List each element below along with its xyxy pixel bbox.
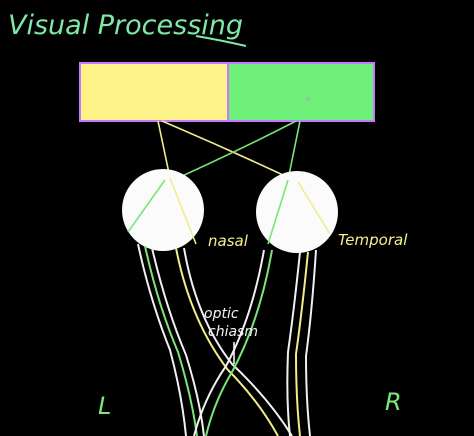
left-temporal-fiber-white-2 bbox=[151, 247, 205, 436]
left-side-label: L bbox=[98, 392, 111, 420]
right-temporal-fiber-white bbox=[286, 251, 301, 436]
left-eye-yellow-ray bbox=[169, 177, 197, 245]
right-temporal-fiber-white-2 bbox=[304, 249, 317, 436]
left-nasal-fiber-white bbox=[183, 247, 293, 436]
title-underline-stroke bbox=[195, 35, 247, 47]
right-side-label: R bbox=[385, 388, 402, 416]
temporal-label: Temporal bbox=[338, 231, 408, 249]
right-eye-green-ray bbox=[267, 179, 289, 245]
right-temporal-fiber-yellow bbox=[294, 251, 309, 436]
optic-chiasm-label-line2: chiasm bbox=[208, 324, 258, 340]
diagram-title: Visual Processing bbox=[8, 10, 243, 41]
right-eyeball bbox=[256, 171, 338, 253]
left-temporal-fiber-green bbox=[144, 245, 198, 436]
right-nasal-fiber-white bbox=[193, 249, 265, 436]
ray-left-to-left-eye bbox=[157, 120, 171, 179]
left-visual-field bbox=[81, 64, 228, 120]
ray-right-to-right-eye bbox=[287, 120, 301, 181]
right-eye bbox=[256, 171, 338, 253]
optic-chiasm-label-line1: optic bbox=[204, 306, 239, 322]
fixation-point-icon: + bbox=[304, 95, 312, 105]
left-temporal-fiber-white bbox=[137, 243, 187, 436]
visual-field: + bbox=[79, 62, 375, 122]
right-eye-yellow-ray bbox=[297, 181, 331, 235]
left-eyeball bbox=[122, 169, 204, 251]
right-nasal-fiber-green bbox=[205, 249, 273, 436]
left-eye bbox=[122, 169, 204, 251]
optic-pathways bbox=[137, 243, 317, 436]
nasal-label: nasal bbox=[208, 232, 249, 250]
right-visual-field bbox=[228, 64, 373, 120]
left-eye-green-ray bbox=[127, 179, 166, 233]
left-nasal-fiber-yellow bbox=[175, 247, 279, 436]
